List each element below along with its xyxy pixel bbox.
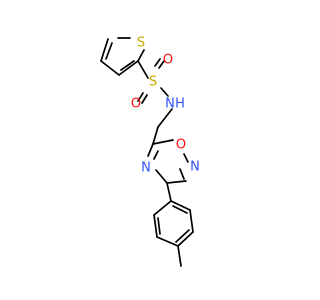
methyl-bond xyxy=(177,245,182,267)
ring-o-label: O xyxy=(176,138,186,153)
atom-ring-nitrogen-top: N xyxy=(190,160,200,175)
atom-thiophene-sulfur: S xyxy=(137,36,145,51)
c-s-bond xyxy=(137,60,149,79)
thiophene-ring xyxy=(100,37,145,76)
ring-aryl-bond xyxy=(166,182,172,202)
molecule-structure: S S O O N H O N N xyxy=(100,36,200,267)
s-n-bond xyxy=(160,87,169,97)
atom-ring-nitrogen-left: N xyxy=(141,161,151,176)
oxadiazole-ring xyxy=(147,139,189,184)
thiophene-s-label: S xyxy=(137,36,145,51)
amine-h-label: H xyxy=(175,97,185,112)
n-ch2-bond xyxy=(157,108,173,128)
atom-sulfonyl-oxygen-bottom: O xyxy=(131,97,141,112)
atom-amine-nitrogen: N H xyxy=(165,97,185,112)
sulfonyl-o-bottom-label: O xyxy=(131,97,141,112)
atom-sulfonyl-sulfur: S xyxy=(149,75,157,90)
ch2-ring-bond xyxy=(152,126,159,145)
atom-sulfonyl-oxygen-top: O xyxy=(163,53,173,68)
atom-ring-oxygen: O xyxy=(176,138,186,153)
molecule-canvas: S S O O N H O N N xyxy=(100,36,200,267)
tolyl-ring xyxy=(153,200,194,247)
ring-n-top-label: N xyxy=(190,160,200,175)
ring-n-left-label: N xyxy=(141,161,151,176)
amine-n-label: N xyxy=(165,97,175,112)
sulfonyl-o-top-label: O xyxy=(163,53,173,68)
sulfonyl-oxygen-bonds xyxy=(137,58,165,104)
sulfonyl-s-label: S xyxy=(149,75,157,90)
